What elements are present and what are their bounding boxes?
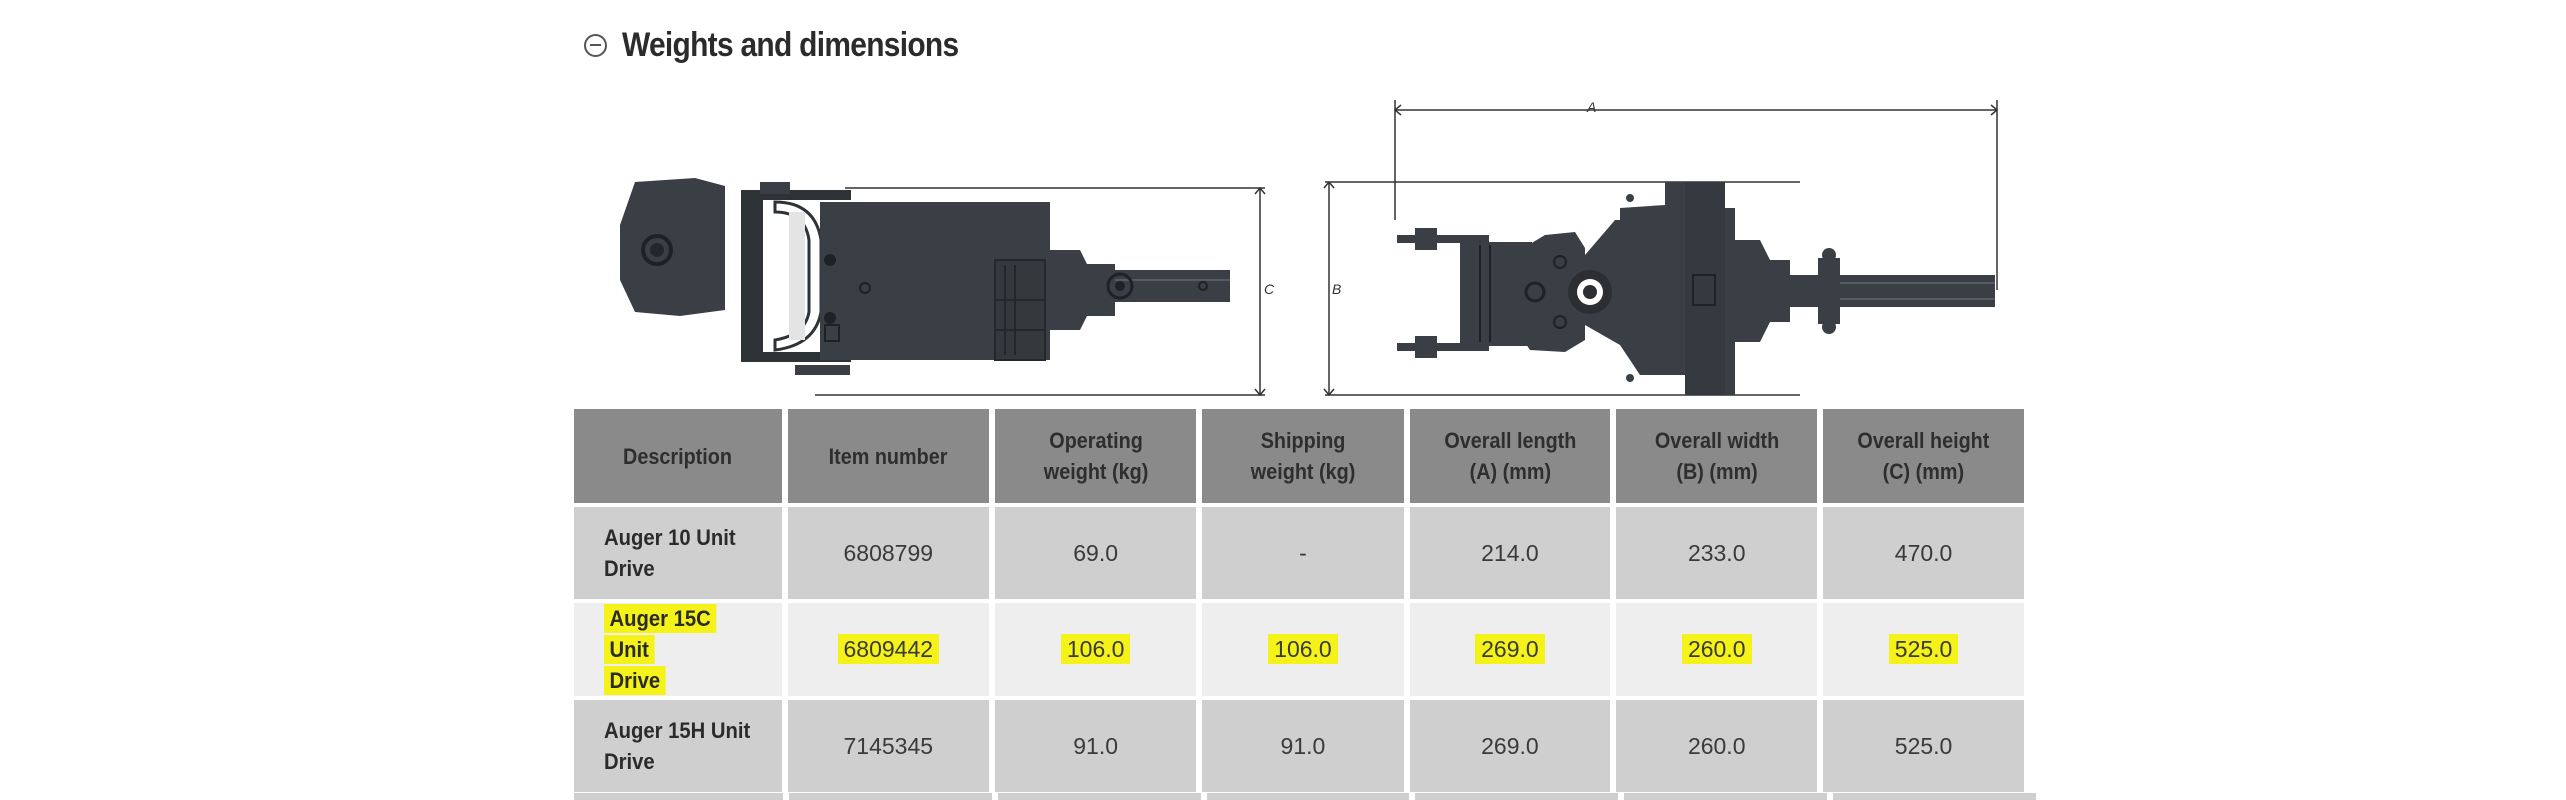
cell-value: 7145345 bbox=[843, 732, 934, 759]
header-line: Shipping bbox=[1260, 428, 1346, 453]
cell-operating-weight: 106.0 bbox=[994, 603, 1197, 696]
col-header-description: Description bbox=[574, 409, 782, 503]
description-line: Auger 15H Unit bbox=[604, 718, 751, 743]
cell-operating-weight: 91.0 bbox=[994, 700, 1197, 792]
cell-operating-weight: 69.0 bbox=[994, 507, 1197, 599]
cell-value: 6809442 bbox=[837, 634, 940, 664]
cell-value: 470.0 bbox=[1894, 539, 1953, 566]
dimensions-diagram: C bbox=[620, 99, 1999, 397]
cell-item-number: 6809442 bbox=[787, 603, 989, 696]
header-line: (C) (mm) bbox=[1882, 459, 1965, 484]
cell-overall-width: 260.0 bbox=[1616, 603, 1818, 696]
header-line: weight (kg) bbox=[1043, 459, 1148, 484]
col-header-item-number: Item number bbox=[787, 409, 989, 503]
cell-value: 106.0 bbox=[1060, 634, 1131, 664]
cell-value: 214.0 bbox=[1481, 539, 1539, 566]
col-header-operating-weight: Operating weight (kg) bbox=[994, 409, 1197, 503]
cell-value: - bbox=[1299, 539, 1307, 566]
header-line: (A) (mm) bbox=[1469, 459, 1551, 484]
cell-overall-length: 214.0 bbox=[1409, 507, 1611, 599]
header-line: Operating bbox=[1048, 428, 1143, 453]
cell-value: 525.0 bbox=[1888, 634, 1959, 664]
description-line: Auger 15C Unit bbox=[604, 604, 717, 664]
cell-overall-length: 269.0 bbox=[1409, 603, 1611, 696]
description-line: Auger 10 Unit bbox=[604, 525, 736, 550]
header-line: Overall height bbox=[1857, 428, 1990, 453]
table-row-partial bbox=[574, 793, 2037, 800]
cell-value: 106.0 bbox=[1268, 634, 1338, 664]
cell-value: 69.0 bbox=[1073, 539, 1119, 566]
cell-item-number: 6808799 bbox=[787, 507, 989, 599]
cell-overall-length: 269.0 bbox=[1409, 700, 1611, 792]
dimension-label-b: B bbox=[1332, 281, 1341, 297]
col-header-overall-width: Overall width (B) (mm) bbox=[1616, 409, 1818, 503]
side-view-drawing bbox=[620, 178, 1266, 397]
top-view-drawing bbox=[1323, 100, 1999, 397]
section-header[interactable]: Weights and dimensions bbox=[584, 20, 1004, 70]
cell-value: 91.0 bbox=[1280, 732, 1326, 759]
dimension-label-a: A bbox=[1586, 99, 1596, 115]
header-line: Description bbox=[623, 443, 733, 469]
header-line: weight (kg) bbox=[1250, 459, 1356, 484]
cell-shipping-weight: 91.0 bbox=[1202, 700, 1404, 792]
cell-value: 91.0 bbox=[1073, 732, 1119, 759]
col-header-shipping-weight: Shipping weight (kg) bbox=[1202, 409, 1404, 503]
cell-value: 525.0 bbox=[1894, 732, 1953, 759]
header-line: Item number bbox=[828, 443, 948, 469]
cell-value: 269.0 bbox=[1481, 732, 1539, 759]
specs-table: Description Item number Operating weight … bbox=[568, 405, 2030, 796]
header-line: Overall width bbox=[1654, 428, 1779, 453]
cell-overall-width: 260.0 bbox=[1616, 700, 1818, 792]
description-line: Drive bbox=[604, 749, 655, 774]
section-title: Weights and dimensions bbox=[622, 25, 959, 64]
col-header-overall-height: Overall height (C) (mm) bbox=[1823, 409, 2024, 503]
cell-overall-height: 470.0 bbox=[1823, 507, 2024, 599]
cell-overall-width: 233.0 bbox=[1616, 507, 1818, 599]
cell-value: 260.0 bbox=[1687, 732, 1746, 759]
description-line: Drive bbox=[604, 666, 666, 695]
cell-shipping-weight: - bbox=[1202, 507, 1404, 599]
description-line: Drive bbox=[604, 556, 655, 581]
cell-item-number: 7145345 bbox=[787, 700, 989, 792]
col-header-overall-length: Overall length (A) (mm) bbox=[1409, 409, 1611, 503]
header-line: Overall length bbox=[1443, 428, 1576, 453]
cell-value: 260.0 bbox=[1681, 634, 1752, 664]
dimension-label-c: C bbox=[1264, 281, 1275, 297]
cell-value: 269.0 bbox=[1475, 634, 1545, 664]
cell-overall-height: 525.0 bbox=[1823, 603, 2024, 696]
cell-value: 6808799 bbox=[843, 539, 934, 566]
specs-table-head: Description Item number Operating weight … bbox=[574, 409, 2024, 503]
cell-overall-height: 525.0 bbox=[1823, 700, 2024, 792]
header-line: (B) (mm) bbox=[1676, 459, 1758, 484]
minus-circle-icon[interactable] bbox=[584, 33, 607, 57]
cell-value: 233.0 bbox=[1687, 539, 1746, 566]
cell-shipping-weight: 106.0 bbox=[1202, 603, 1404, 696]
header-row: Description Item number Operating weight … bbox=[574, 409, 2024, 503]
